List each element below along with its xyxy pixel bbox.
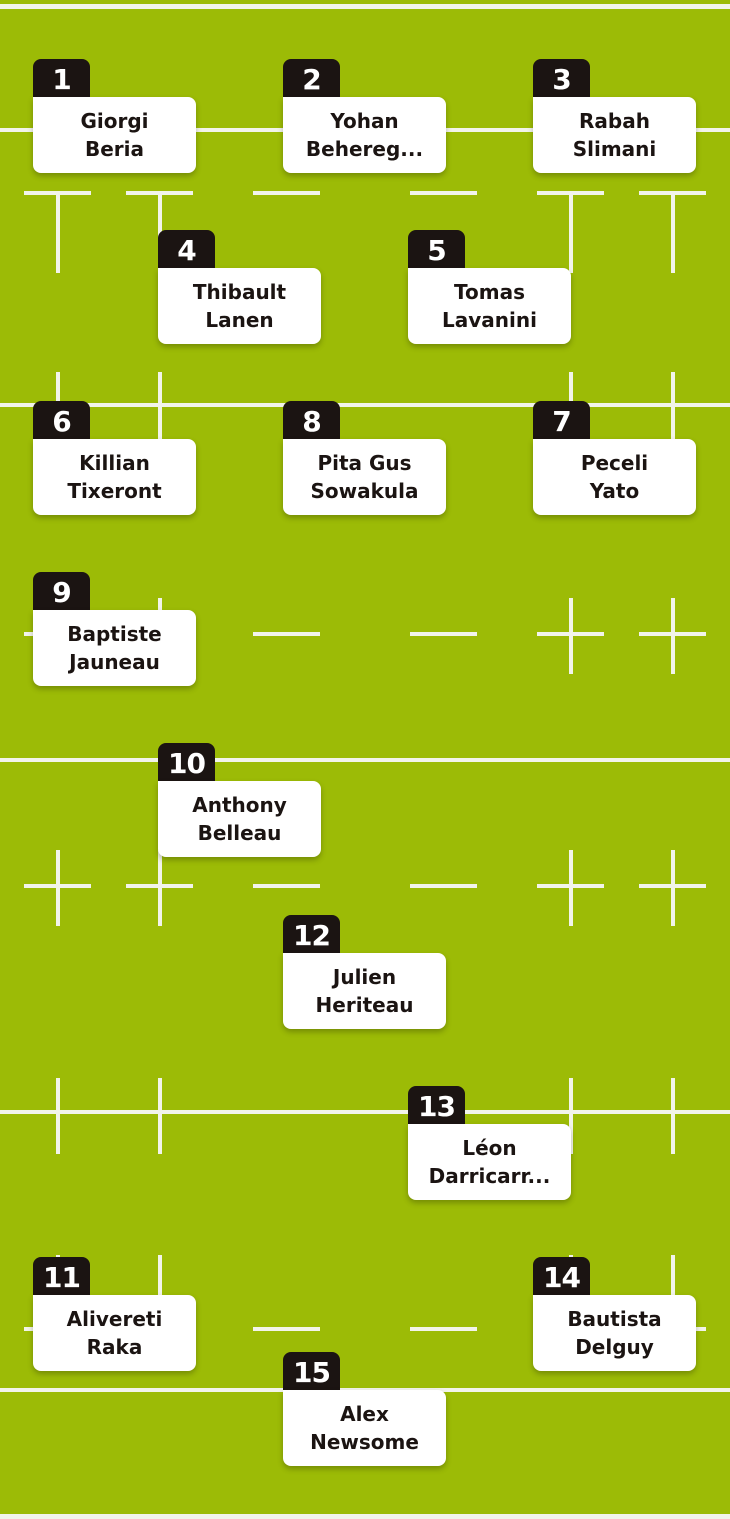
field-line xyxy=(56,1078,60,1154)
field-line xyxy=(56,850,60,926)
jersey-number: 11 xyxy=(33,1257,90,1297)
field-line xyxy=(671,1255,675,1331)
jersey-number: 8 xyxy=(283,401,340,441)
jersey-number: 4 xyxy=(158,230,215,270)
field-line xyxy=(253,632,320,636)
field-line xyxy=(671,1078,675,1154)
field-line xyxy=(158,1255,162,1331)
field-line xyxy=(0,1110,730,1114)
jersey-number: 2 xyxy=(283,59,340,99)
field-line xyxy=(0,4,730,9)
field-line xyxy=(671,193,675,273)
field-line xyxy=(158,850,162,926)
field-line xyxy=(0,758,730,762)
field-line xyxy=(569,598,573,674)
field-line xyxy=(569,193,573,273)
jersey-number: 12 xyxy=(283,915,340,955)
field-line xyxy=(158,372,162,440)
jersey-number: 9 xyxy=(33,572,90,612)
jersey-number: 14 xyxy=(533,1257,590,1297)
field-line xyxy=(0,1514,730,1519)
field-line xyxy=(253,884,320,888)
field-line xyxy=(569,850,573,926)
field-line xyxy=(56,193,60,273)
field-line xyxy=(671,372,675,440)
field-line xyxy=(0,403,730,407)
field-line xyxy=(410,632,477,636)
jersey-number: 1 xyxy=(33,59,90,99)
jersey-number: 7 xyxy=(533,401,590,441)
jersey-number: 15 xyxy=(283,1352,340,1392)
field-line xyxy=(671,598,675,674)
field-line xyxy=(569,1078,573,1154)
field-line xyxy=(253,1327,320,1331)
field-line xyxy=(158,1078,162,1154)
field-line xyxy=(253,191,320,195)
jersey-number: 6 xyxy=(33,401,90,441)
field-line xyxy=(671,850,675,926)
field-line xyxy=(410,191,477,195)
jersey-number: 5 xyxy=(408,230,465,270)
jersey-number: 13 xyxy=(408,1086,465,1126)
jersey-number: 10 xyxy=(158,743,215,783)
field-line xyxy=(410,1327,477,1331)
jersey-number: 3 xyxy=(533,59,590,99)
field-line xyxy=(410,884,477,888)
